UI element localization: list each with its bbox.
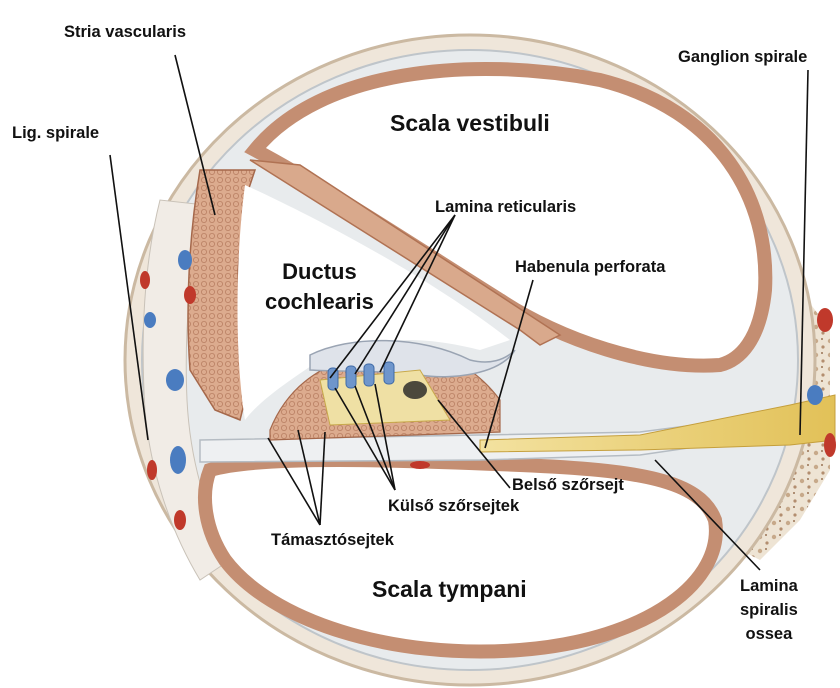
label-scala-tympani: Scala tympani xyxy=(372,576,527,603)
label-belso-szorsejt: Belső szőrsejt xyxy=(512,476,624,495)
label-lamina-spiralis-ossea: Lamina spiralis ossea xyxy=(740,574,798,646)
label-lamina-reticularis: Lamina reticularis xyxy=(435,198,576,217)
label-habenula-perforata: Habenula perforata xyxy=(515,258,665,277)
label-ganglion-spirale: Ganglion spirale xyxy=(678,48,807,67)
label-ductus-cochlearis: Ductus cochlearis xyxy=(265,257,374,317)
label-stria-vascularis: Stria vascularis xyxy=(64,23,186,42)
label-kulso-szorsejtek: Külső szőrsejtek xyxy=(388,497,519,516)
label-lig-spirale: Lig. spirale xyxy=(12,124,99,143)
label-scala-vestibuli: Scala vestibuli xyxy=(390,110,550,137)
label-tamasztosejtek: Támasztósejtek xyxy=(271,531,394,550)
